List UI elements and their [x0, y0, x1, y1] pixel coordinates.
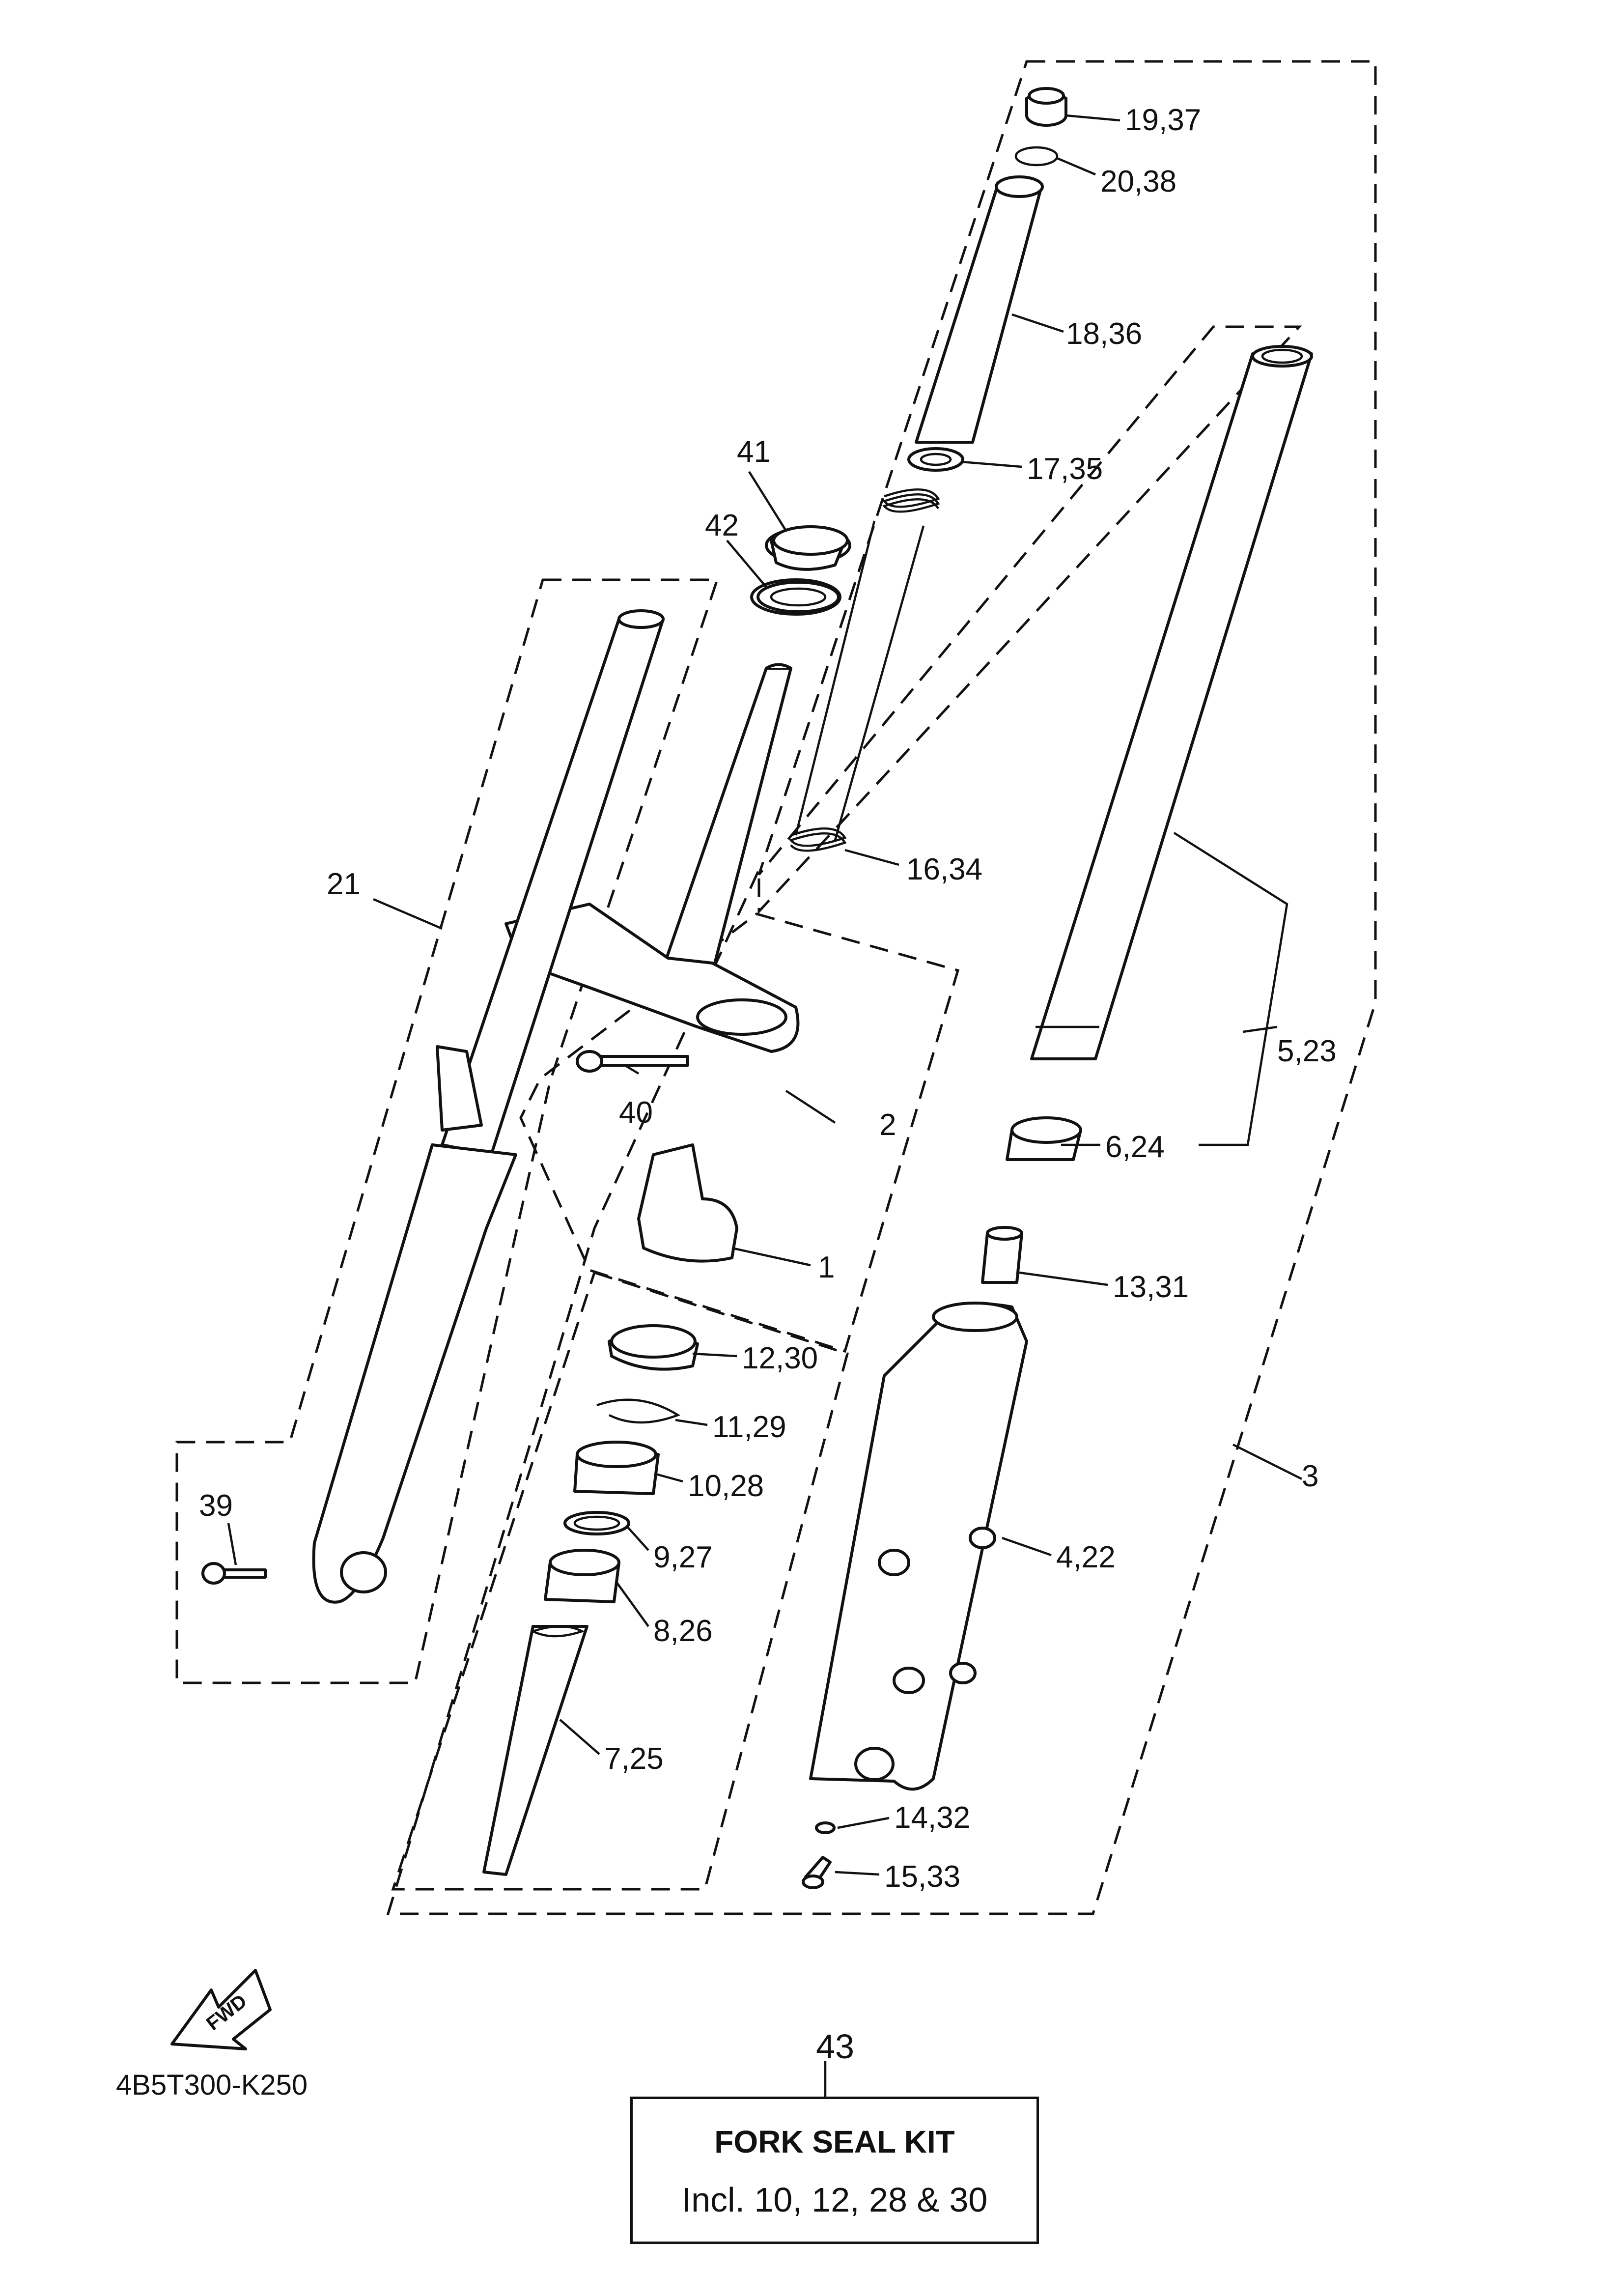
o-ring-icon	[1014, 146, 1059, 167]
washer-icon	[563, 1511, 630, 1535]
callout-41: 41	[737, 435, 771, 469]
callout-1: 1	[818, 1250, 835, 1284]
callout-17-35: 17,35	[1027, 452, 1103, 486]
slide-metal-icon	[544, 1549, 620, 1603]
callout-21: 21	[327, 867, 361, 901]
fork-lower-body-icon	[809, 1302, 1028, 1791]
assembly-outline-left-fork	[175, 578, 719, 1684]
fork-cap-bolt-icon	[1025, 87, 1067, 127]
callout-14-32: 14,32	[894, 1801, 970, 1835]
drain-washer-icon	[815, 1821, 836, 1834]
callout-5-23: 5,23	[1277, 1034, 1337, 1068]
callout-11-29: 11,29	[712, 1410, 786, 1444]
oil-lock-piece-icon	[981, 1226, 1023, 1284]
callout-7-25: 7,25	[604, 1742, 664, 1776]
handlebar-bolt-icon	[576, 1050, 689, 1073]
handlebar-icon	[504, 663, 800, 1053]
callout-15-33: 15,33	[884, 1860, 960, 1894]
callout-20-38: 20,38	[1100, 165, 1176, 199]
outer-tube-icon	[1030, 345, 1313, 1060]
callout-13-31: 13,31	[1113, 1270, 1189, 1304]
fork-spring-icon	[789, 488, 940, 852]
callout-6-24: 6,24	[1105, 1130, 1165, 1164]
forward-arrow-icon: FWD	[170, 1969, 272, 2050]
spring-seat-washer-icon	[907, 447, 964, 472]
callout-19-37: 19,37	[1125, 103, 1201, 137]
callout-39: 39	[199, 1489, 233, 1523]
callout-10-28: 10,28	[688, 1469, 764, 1503]
guide-bushing-icon	[1006, 1116, 1082, 1161]
damper-rod-icon	[482, 1625, 588, 1876]
kit-description: Incl. 10, 12, 28 & 30	[681, 2181, 988, 2219]
fork-cover-icon	[637, 1143, 738, 1263]
left-fork-assembly-icon	[312, 609, 665, 1604]
callout-16-34: 16,34	[906, 852, 982, 886]
callout-4-22: 4,22	[1056, 1540, 1116, 1574]
oil-seal-icon	[573, 1441, 660, 1495]
axle-pinch-bolt-icon	[201, 1562, 267, 1585]
assembly-outline-bracket	[519, 912, 960, 1353]
callout-42: 42	[705, 509, 739, 542]
kit-callout-number: 43	[816, 2027, 854, 2066]
fork-seal-kit-box: FORK SEAL KIT Incl. 10, 12, 28 & 30	[630, 2097, 1039, 2244]
callout-40: 40	[619, 1096, 653, 1130]
assembly-outline-damper	[391, 1271, 849, 1891]
ring-nut-icon	[756, 581, 840, 613]
callout-3: 3	[1302, 1459, 1318, 1493]
callout-9-27: 9,27	[653, 1540, 713, 1574]
callout-12-30: 12,30	[742, 1341, 818, 1375]
drain-bolt-icon	[802, 1856, 832, 1889]
callout-18-36: 18,36	[1066, 317, 1142, 351]
cap-nut-icon	[770, 525, 849, 571]
callout-2: 2	[879, 1108, 896, 1142]
kit-title: FORK SEAL KIT	[714, 2124, 955, 2159]
retaining-clip-icon	[596, 1398, 681, 1424]
dust-seal-icon	[608, 1324, 699, 1371]
callout-8-26: 8,26	[653, 1614, 713, 1648]
spacer-tube-icon	[915, 175, 1044, 444]
leader-lines	[227, 114, 1303, 2097]
drawing-code: 4B5T300-K250	[116, 2069, 308, 2101]
assembly-outline-right-fork	[386, 60, 1377, 1915]
